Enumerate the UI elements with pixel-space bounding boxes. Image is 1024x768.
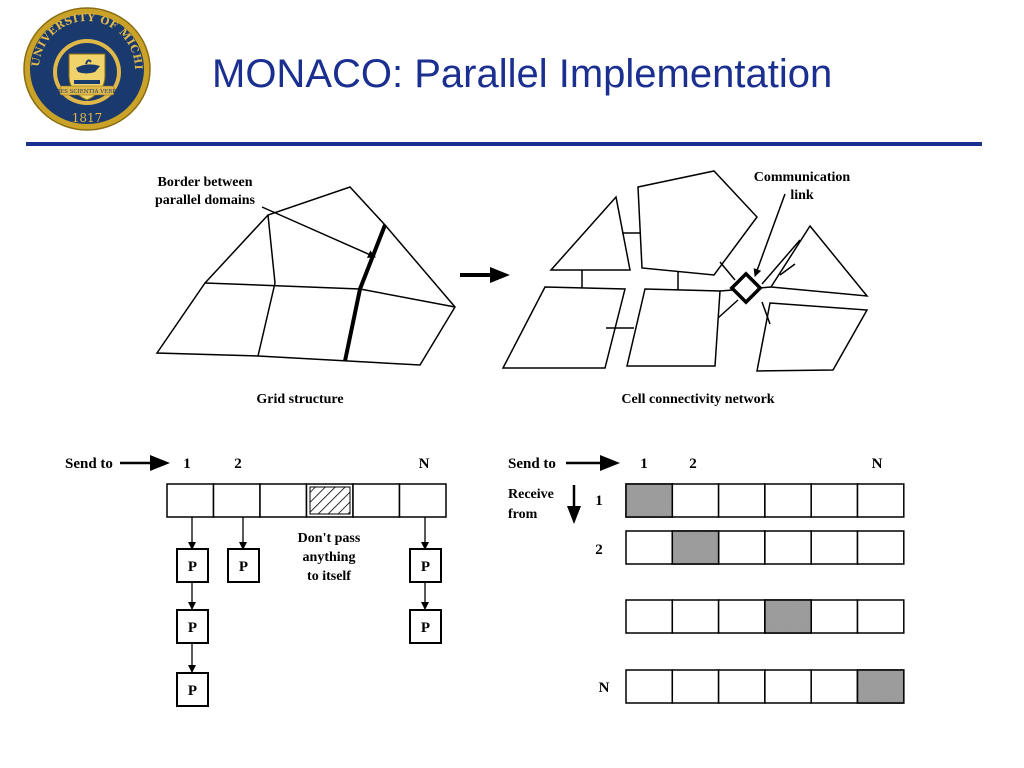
matrix-cell [810,669,859,704]
cell-connectivity-diagram [501,170,869,372]
processor-label: P [188,620,197,636]
matrix-row-label-1: 1 [595,493,603,509]
cell-quad-left [501,286,626,369]
cell-triangle-right [769,224,869,297]
connection-link [717,299,739,319]
grid-structure-diagram [155,186,456,366]
matrix-cell [717,483,766,518]
communication-link-node [729,271,763,305]
connection-link [779,263,796,276]
column-label-n: N [419,456,430,472]
no-self-note-line3: to itself [307,569,351,584]
slide-title: MONACO: Parallel Implementation [212,52,833,96]
cell-connectivity-caption: Cell connectivity network [621,392,774,407]
matrix-cell [764,669,812,704]
matrix-cell [717,599,766,634]
self-cell-hatching [309,486,351,515]
matrix-cell [625,530,674,565]
processor-box [409,609,442,644]
cell-quad-middle [626,288,721,367]
matrix-cell [671,599,720,634]
matrix-cell [717,669,766,704]
send-to-label: Send to [65,456,113,472]
processor-box [176,609,209,644]
no-self-note-line1: Don't pass [298,531,361,546]
send-cell [212,483,261,518]
send-cell [398,483,447,518]
seal-motto: ARTES SCIENTIA VERITAS [47,89,125,95]
matrix-cell [671,483,720,518]
university-seal: THE UNIVERSITY OF MICHIGAN ARTES SCIENTI… [22,6,151,131]
grid-line [204,282,361,290]
matrix-cell [717,530,766,565]
grid-structure-caption: Grid structure [256,392,343,407]
matrix-cell [856,483,905,518]
grid-outline [155,186,456,366]
processor-label: P [188,683,197,699]
matrix-cell [810,530,859,565]
send-receive-matrix: Send to 1 2 N Receive from 1 2 N [508,455,905,704]
title-divider [26,142,982,146]
connection-link [761,301,771,325]
matrix-cell [810,483,859,518]
matrix-send-to-arrow-icon [600,455,620,471]
border-annotation-line1: Border between [158,175,253,190]
send-pattern-diagram: Send to 1 2 N Don't pass anything to its… [65,455,447,707]
communication-annotation-line2: link [790,188,814,203]
matrix-cell [671,669,720,704]
matrix-cell [625,669,674,704]
receive-down-arrow-icon [567,506,581,524]
seal-year: 1817 [72,111,103,125]
processor-label: P [239,559,248,575]
processor-box [409,548,442,583]
processor-label: P [421,559,430,575]
receive-from-line2: from [508,507,538,522]
grid-line [359,288,456,308]
matrix-column-label-2: 2 [689,456,697,472]
no-self-note-line2: anything [303,550,356,565]
cell-quad-right [756,302,869,372]
matrix-row-label-n: N [599,680,610,696]
matrix-cell [810,599,859,634]
send-cell [166,483,215,518]
link-pointer-arrow [753,193,786,277]
matrix-row-label-2: 2 [595,542,603,558]
processor-box [227,548,260,583]
matrix-cell [856,530,905,565]
domain-border-line [343,224,387,362]
cell-pentagon [637,170,758,276]
matrix-column-label-n: N [872,456,883,472]
processor-box [176,548,209,583]
processor-label: P [188,559,197,575]
border-pointer-arrow [261,206,376,258]
connection-link [761,239,801,285]
receive-from-line1: Receive [508,487,554,502]
matrix-cell [764,530,812,565]
matrix-send-to-label: Send to [508,456,556,472]
send-cell [352,483,401,518]
grid-line [267,214,276,284]
matrix-cell [856,599,905,634]
send-cell [259,483,308,518]
send-to-arrow-icon [150,455,170,471]
matrix-cell [625,599,674,634]
grid-line [257,282,276,357]
connection-link [719,261,736,281]
matrix-cell [764,483,812,518]
right-arrow-icon [460,267,510,283]
border-annotation-line2: parallel domains [155,193,256,208]
processor-label: P [421,620,430,636]
matrix-column-label-1: 1 [640,456,648,472]
communication-annotation-line1: Communication [754,170,851,185]
cell-triangle-left [549,195,631,271]
column-label-1: 1 [183,456,191,472]
column-label-2: 2 [234,456,242,472]
processor-box [176,672,209,707]
